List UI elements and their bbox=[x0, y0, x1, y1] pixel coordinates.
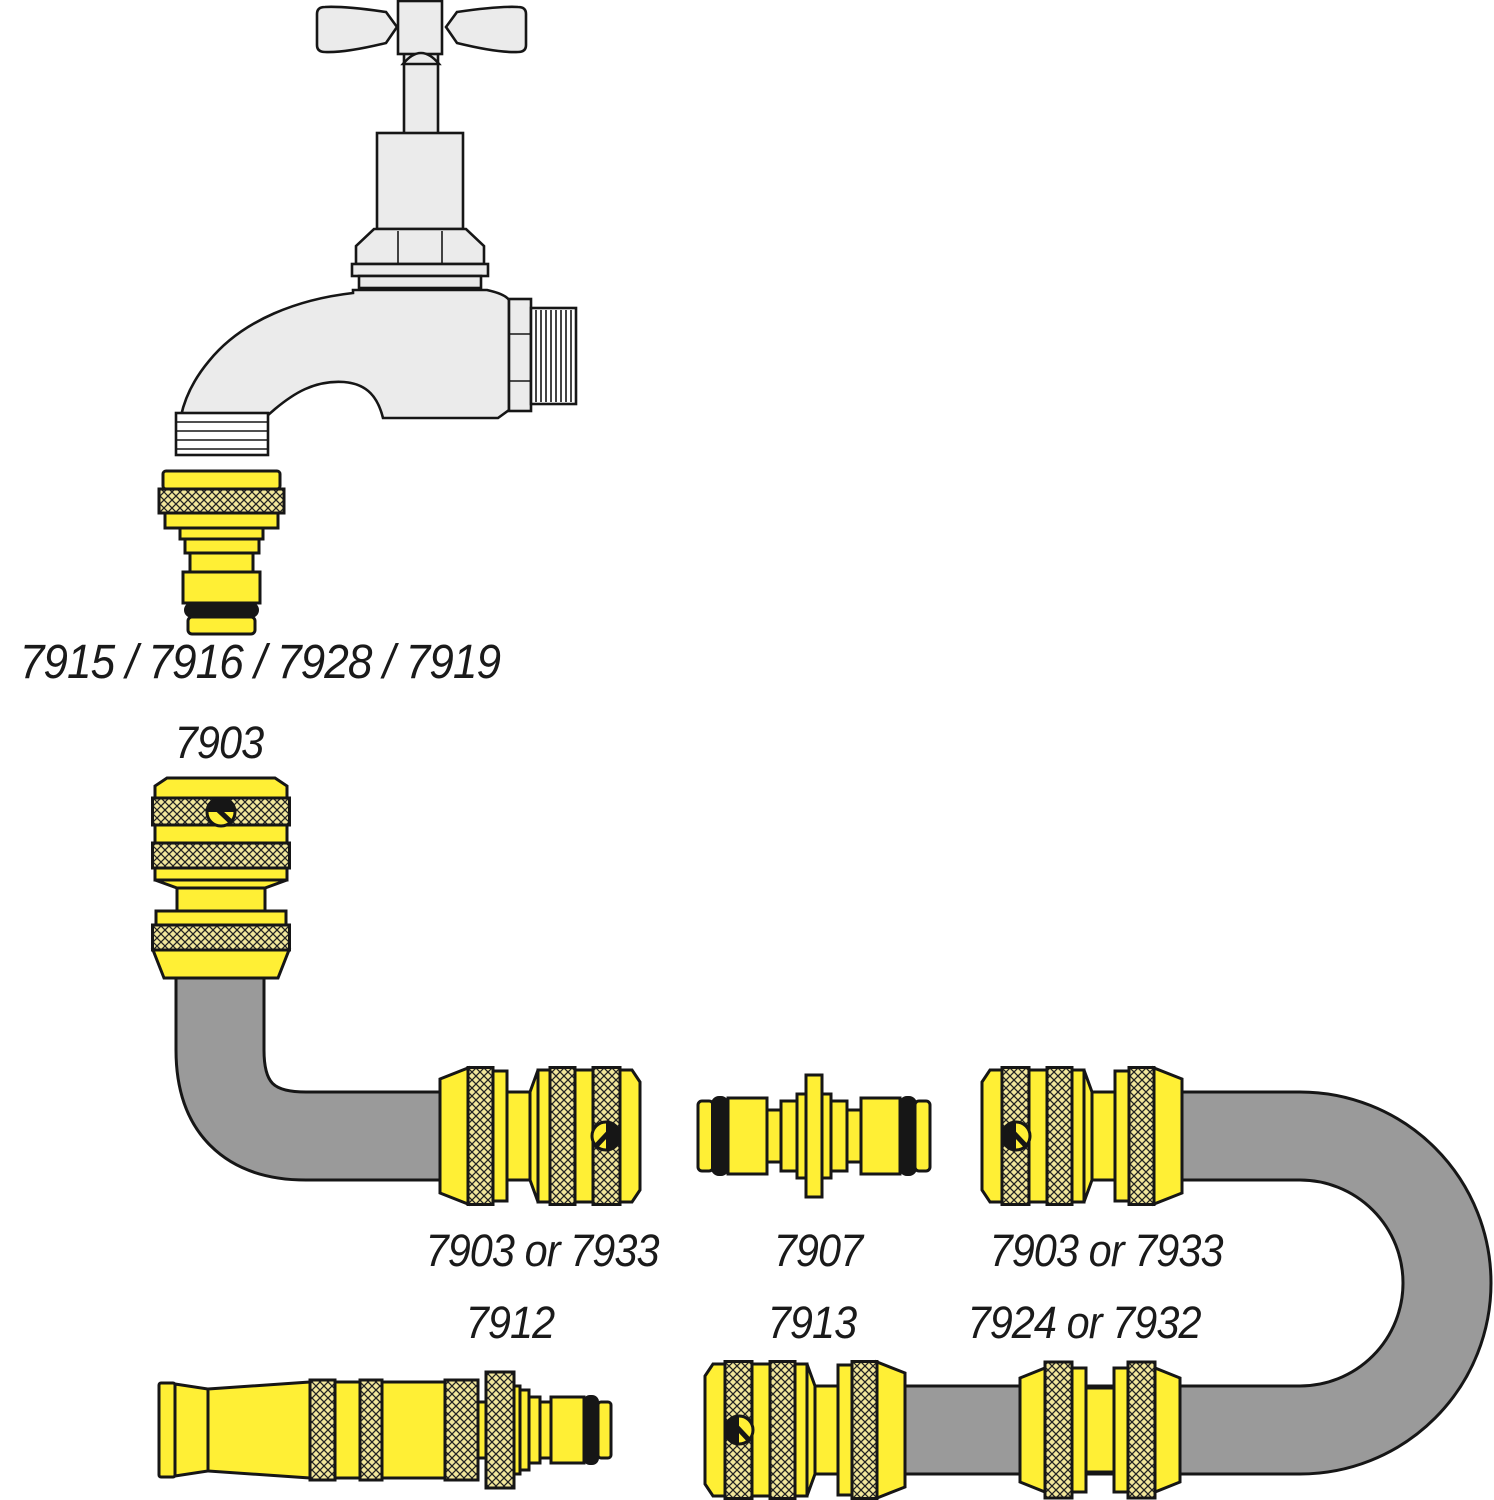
tap-flange bbox=[350, 262, 490, 278]
nozzle-cone bbox=[206, 1380, 312, 1480]
tap-flange-lower bbox=[357, 274, 483, 290]
knurl-band bbox=[358, 1378, 384, 1482]
elbow-connector-7903 bbox=[153, 778, 290, 978]
label-right-hose-connector: 7903 or 7933 bbox=[989, 1225, 1224, 1276]
tap-outlet-thread bbox=[529, 306, 578, 406]
tap-hex-nut bbox=[354, 227, 486, 266]
knurl-band bbox=[1043, 1360, 1074, 1500]
label-tap-connector-options: 7915 / 7916 / 7928 / 7919 bbox=[19, 636, 501, 689]
tap-illustration bbox=[174, 0, 578, 457]
spray-nozzle-7912 bbox=[157, 1370, 613, 1490]
knurl-band bbox=[308, 1378, 337, 1482]
tap-connector-7915 bbox=[157, 469, 286, 636]
knurl-band bbox=[1126, 1360, 1157, 1500]
label-double-male-coupler-7907: 7907 bbox=[773, 1225, 863, 1276]
nozzle-mouth bbox=[157, 1381, 177, 1479]
tap-handle-left-wing bbox=[315, 5, 399, 54]
label-hose-repairer: 7924 or 7932 bbox=[967, 1297, 1202, 1348]
double-male-coupler-7907 bbox=[696, 1073, 932, 1199]
knurl-band bbox=[157, 487, 286, 515]
tap-outlet-hex bbox=[507, 297, 533, 413]
tap-bonnet bbox=[375, 131, 465, 231]
left-hose-connector-7903-7933 bbox=[440, 1068, 640, 1205]
hose-left bbox=[174, 968, 452, 1182]
waterstop-connector-7913 bbox=[705, 1362, 905, 1499]
tap-handle-right-wing bbox=[444, 5, 528, 54]
knurl-band bbox=[443, 1378, 480, 1482]
tap-handle-hub bbox=[396, 0, 444, 56]
tap-spout-thread bbox=[174, 411, 270, 457]
label-elbow-connector-7903: 7903 bbox=[174, 717, 264, 768]
tap-handle-dome bbox=[400, 51, 442, 66]
o-ring bbox=[184, 602, 259, 618]
label-left-hose-connector: 7903 or 7933 bbox=[425, 1225, 660, 1276]
right-hose-connector-7903-7933 bbox=[982, 1068, 1182, 1205]
label-connector-7913: 7913 bbox=[767, 1297, 857, 1348]
knurl-nut bbox=[484, 1370, 516, 1490]
label-spray-nozzle-7912: 7912 bbox=[465, 1297, 555, 1348]
o-ring bbox=[583, 1395, 599, 1465]
o-ring bbox=[711, 1096, 729, 1176]
hose-repairer-7924-7932 bbox=[1018, 1360, 1182, 1500]
hose-right bbox=[886, 1090, 1493, 1476]
tap-body-spout bbox=[179, 288, 511, 420]
center-flange bbox=[804, 1073, 824, 1199]
